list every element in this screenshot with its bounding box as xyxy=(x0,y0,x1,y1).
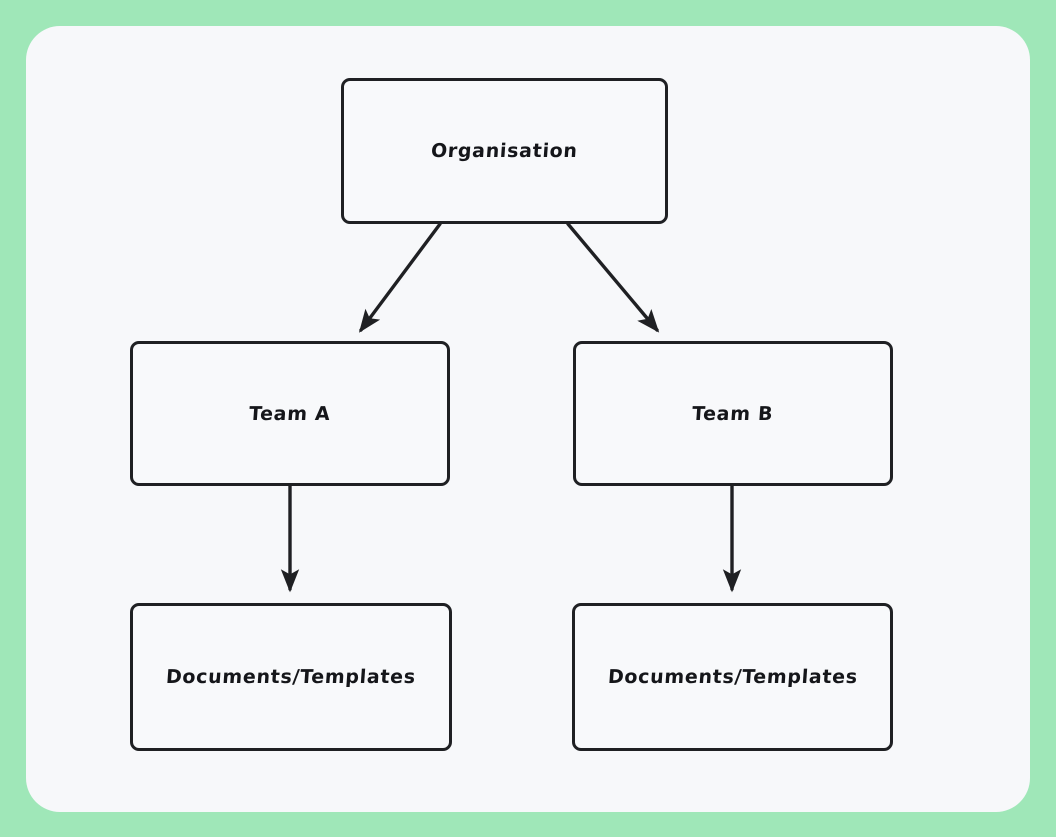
node-documents-templates-b[interactable]: Documents/Templates xyxy=(572,603,893,751)
node-documents-templates-a-label: Documents/Templates xyxy=(165,666,417,688)
node-documents-templates-b-label: Documents/Templates xyxy=(606,666,859,688)
node-documents-templates-a[interactable]: Documents/Templates xyxy=(130,603,452,751)
node-team-b[interactable]: Team B xyxy=(573,341,893,486)
node-organisation-label: Organisation xyxy=(430,140,579,162)
node-team-a[interactable]: Team A xyxy=(130,341,450,486)
node-organisation[interactable]: Organisation xyxy=(341,78,668,224)
node-team-b-label: Team B xyxy=(691,402,775,425)
node-team-a-label: Team A xyxy=(248,402,332,425)
